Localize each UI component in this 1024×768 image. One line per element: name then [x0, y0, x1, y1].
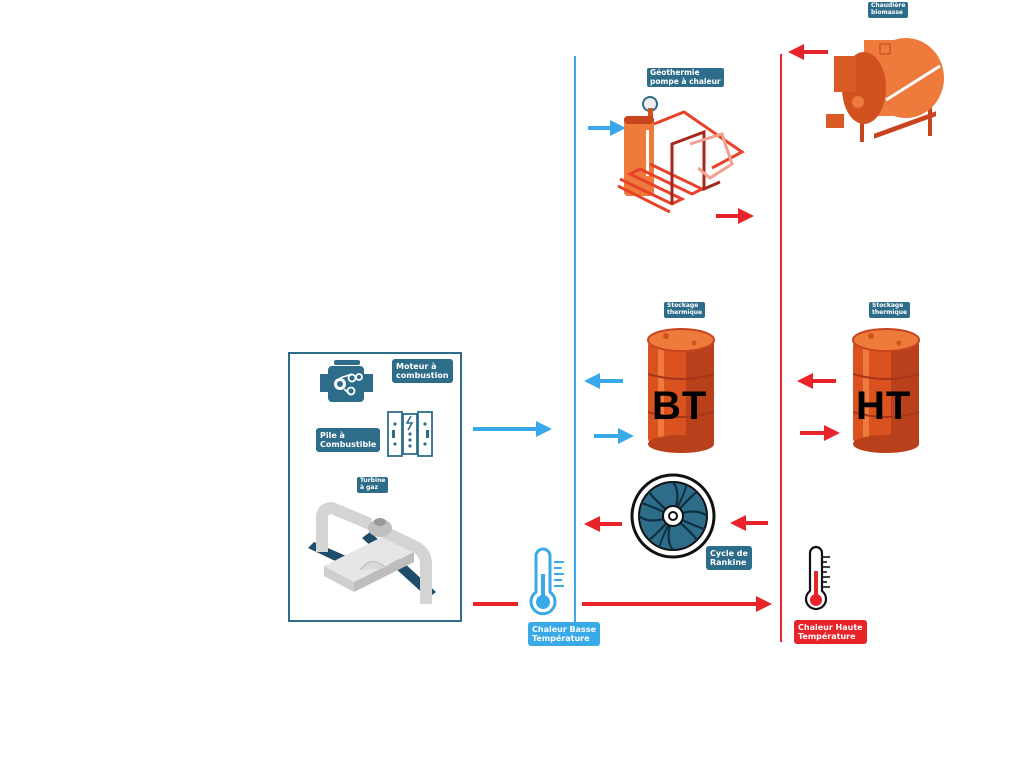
rankine-label: Cycle de Rankine [706, 546, 752, 571]
gas-turbine-label: Turbine à gaz [357, 477, 389, 493]
engine-label: Moteur à combustion [392, 359, 453, 384]
storage-barrel-icon [647, 328, 715, 453]
thermometer-low-icon [529, 547, 564, 616]
storage-barrel-icon [852, 328, 920, 453]
low-temperature-bus-line [574, 56, 576, 634]
high-temp-heat-label: Chaleur Haute Température [794, 620, 867, 645]
fuel-cell-icon [387, 411, 433, 457]
barrel-ht-label: HT [856, 384, 912, 428]
cogeneration-box [288, 352, 462, 622]
boiler-label: Chaudière biomasse [868, 2, 909, 18]
turbine-fan-icon [630, 473, 716, 559]
gas-turbine-icon [308, 501, 436, 604]
thermometer-high-icon [804, 545, 830, 611]
low-temp-heat-label: Chaleur Basse Température [528, 622, 601, 647]
biomass-boiler-icon [826, 38, 944, 142]
heat-pump-icon [617, 96, 745, 214]
storage-bt-label: Stockage thermique [664, 302, 706, 318]
fuel-cell-label: Pile à Combustible [316, 428, 381, 453]
engine-icon [320, 360, 373, 402]
barrel-bt-label: BT [652, 384, 708, 428]
high-temperature-bus-line [780, 54, 782, 642]
heat-pump-label: Géothermie pompe à chaleur [647, 68, 724, 88]
storage-ht-label: Stockage thermique [869, 302, 911, 318]
